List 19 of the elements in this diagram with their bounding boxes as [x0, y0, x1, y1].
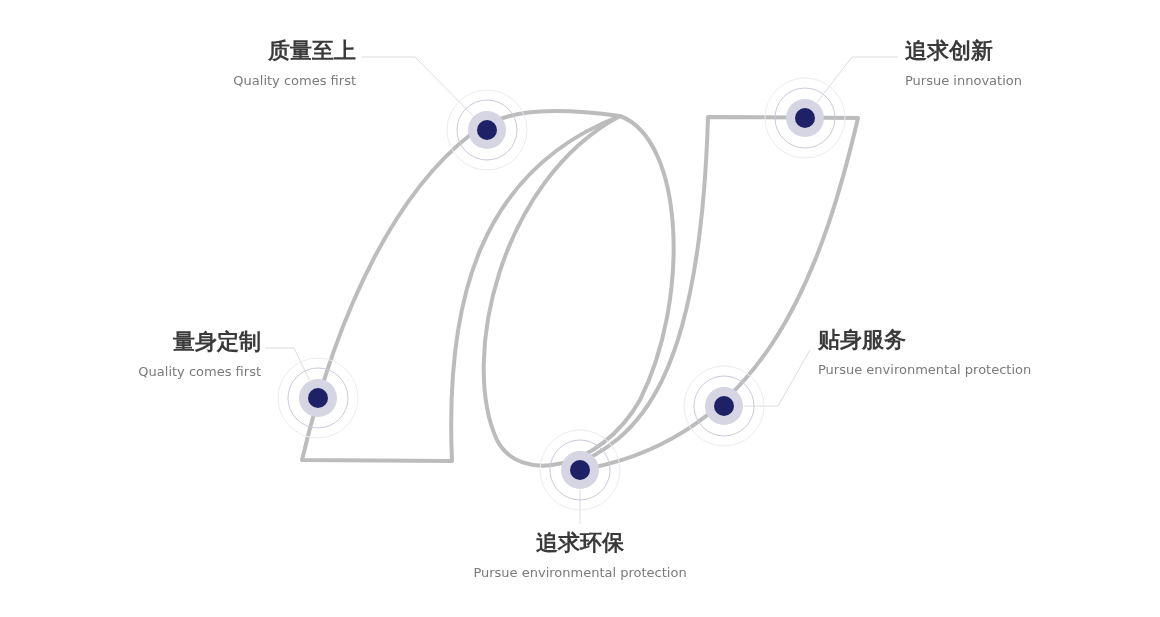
point-marker	[446, 89, 528, 171]
leader-line	[743, 349, 811, 407]
point-marker	[683, 365, 765, 447]
heading: 量身定制	[173, 328, 261, 356]
leader-line	[816, 56, 899, 103]
point-marker	[764, 77, 846, 159]
heading: 追求创新	[905, 37, 993, 65]
heading: 质量至上	[268, 37, 356, 65]
point-marker	[539, 429, 621, 511]
heading: 贴身服务	[818, 326, 906, 354]
point-marker	[277, 357, 359, 439]
subtitle: Quality comes first	[138, 363, 261, 381]
leader-line	[264, 347, 310, 381]
subtitle: Pursue environmental protection	[473, 564, 687, 582]
heading: 追求环保	[536, 529, 624, 557]
subtitle: Pursue environmental protection	[818, 361, 1032, 379]
subtitle: Pursue innovation	[905, 72, 1022, 90]
subtitle: Quality comes first	[233, 72, 356, 90]
leader-line	[361, 56, 474, 117]
